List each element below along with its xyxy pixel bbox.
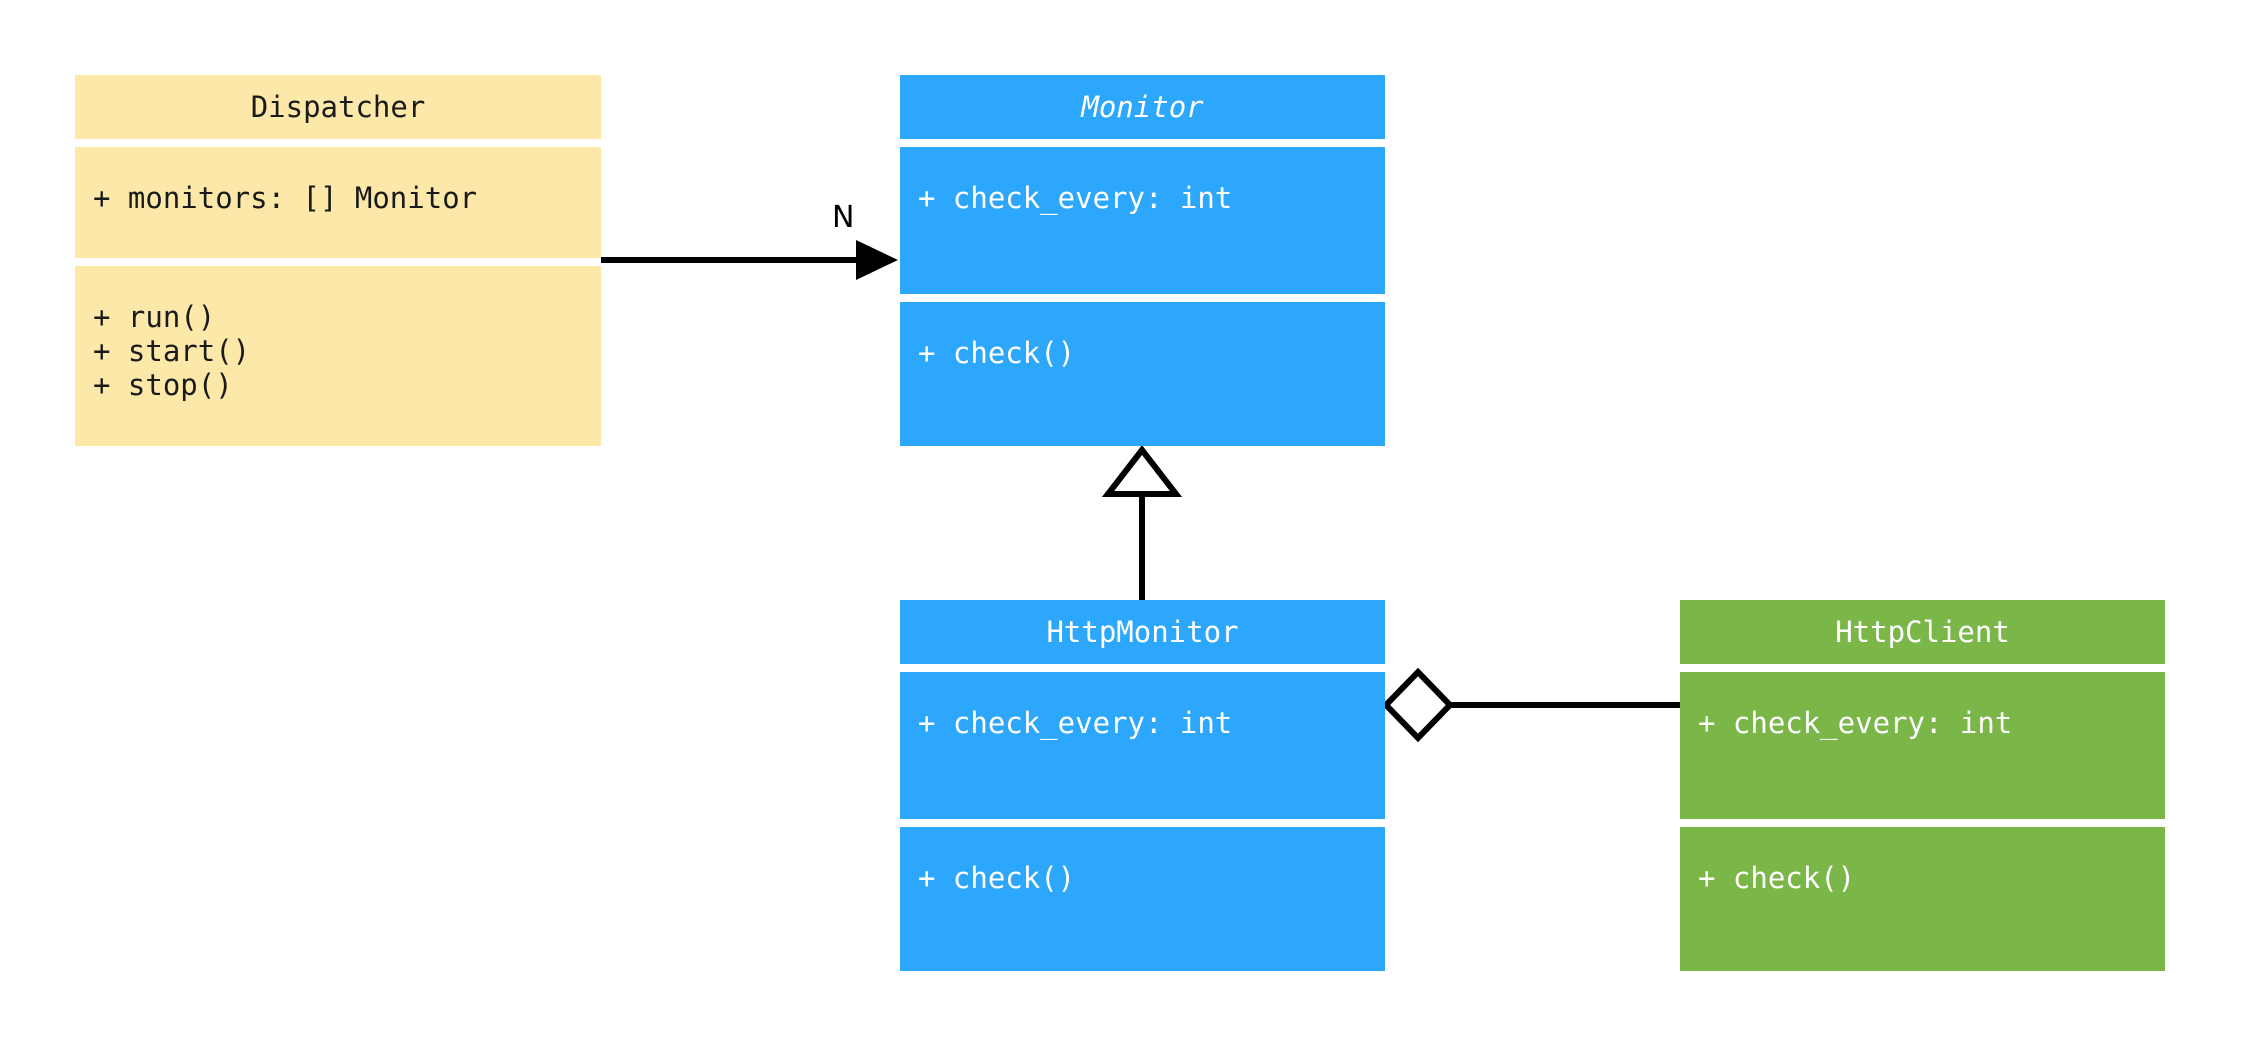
class-box-monitor[interactable]: Monitor + check_every: int + check() (900, 75, 1385, 446)
attribute-row: + check_every: int (918, 181, 1233, 215)
method-row: + check() (1698, 861, 1856, 895)
class-methods-compartment-http-monitor: + check() (900, 827, 1385, 971)
aggregation-httpmonitor-to-httpclient (1381, 667, 1680, 743)
attribute-row: + check_every: int (1698, 706, 2013, 740)
class-title-compartment-monitor: Monitor (900, 75, 1385, 139)
association-arrowhead-icon (856, 240, 898, 280)
association-dispatcher-to-monitor (601, 240, 898, 280)
class-name-http-monitor: HttpMonitor (1046, 615, 1239, 649)
class-name-dispatcher: Dispatcher (250, 90, 426, 124)
attribute-row: + check_every: int (918, 706, 1233, 740)
class-box-http-monitor[interactable]: HttpMonitor + check_every: int + check() (900, 600, 1385, 971)
method-row: + check() (918, 336, 1076, 370)
class-name-monitor: Monitor (1081, 90, 1204, 124)
method-row: + run() (93, 300, 216, 334)
class-attributes-compartment-http-client: + check_every: int (1680, 672, 2165, 819)
class-methods-compartment-dispatcher: + run() + start() + stop() (75, 266, 601, 446)
method-row: + stop() (93, 368, 233, 402)
aggregation-hollow-diamond-icon (1381, 667, 1455, 743)
class-title-compartment-dispatcher: Dispatcher (75, 75, 601, 139)
generalization-httpmonitor-to-monitor (1101, 445, 1183, 600)
generalization-hollow-triangle-icon (1101, 445, 1183, 497)
class-title-compartment-http-monitor: HttpMonitor (900, 600, 1385, 664)
method-row: + check() (918, 861, 1076, 895)
class-attributes-compartment-monitor: + check_every: int (900, 147, 1385, 294)
class-methods-compartment-http-client: + check() (1680, 827, 2165, 971)
method-row: + start() (93, 334, 251, 368)
class-name-http-client: HttpClient (1835, 615, 2010, 649)
class-title-compartment-http-client: HttpClient (1680, 600, 2165, 664)
class-methods-compartment-monitor: + check() (900, 302, 1385, 446)
class-box-dispatcher[interactable]: Dispatcher + monitors: [] Monitor + run(… (75, 75, 601, 446)
class-box-http-client[interactable]: HttpClient + check_every: int + check() (1680, 600, 2165, 971)
association-multiplicity-label: N (832, 200, 855, 235)
class-attributes-compartment-http-monitor: + check_every: int (900, 672, 1385, 819)
attribute-row: + monitors: [] Monitor (93, 181, 478, 215)
class-attributes-compartment-dispatcher: + monitors: [] Monitor (75, 147, 601, 258)
